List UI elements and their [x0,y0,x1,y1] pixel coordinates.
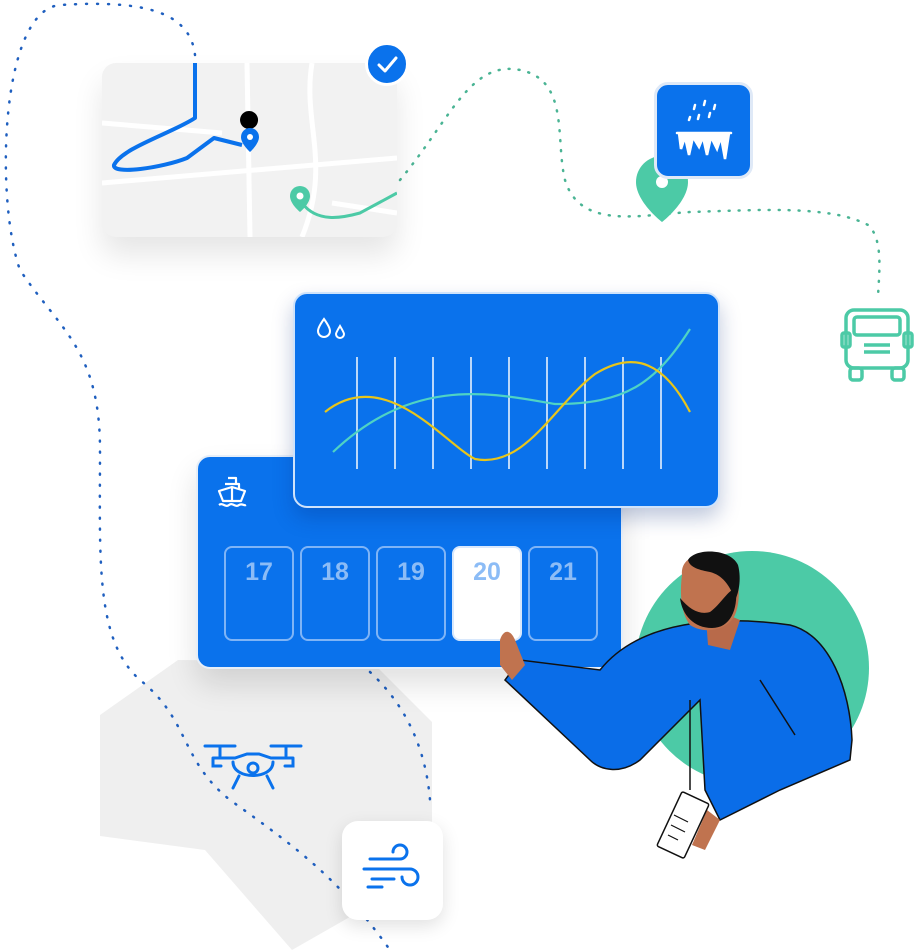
calendar-day-17[interactable]: 17 [224,546,294,641]
truck-icon [840,308,914,382]
wind-icon [362,843,420,889]
route-map [102,63,397,237]
rain-drops-icon [316,317,346,339]
rainfall-chart [316,317,691,469]
green-route [300,191,397,219]
yellow-series-line [324,360,691,462]
location-pin-icon [240,111,259,152]
rainfall-chart-card[interactable] [293,292,720,508]
calendar-day-18[interactable]: 18 [300,546,370,641]
wind-tile[interactable] [342,821,443,920]
dotted-path-blue [4,2,392,951]
route-map-card[interactable] [102,63,397,237]
drone-icon [203,744,303,790]
check-badge [365,42,409,86]
ice-weather-tile[interactable] [654,82,753,179]
calendar-day-19[interactable]: 19 [376,546,446,641]
calendar-day-20-selected[interactable]: 20 [452,546,522,641]
dotted-path-green [398,67,881,302]
calendar-day-21[interactable]: 21 [528,546,598,641]
dotted-path-blue-2 [368,670,432,802]
ice-weather-icon [675,99,733,160]
ship-icon [217,476,247,507]
teal-series-line [332,328,691,453]
location-pin-icon [290,186,310,212]
green-circle [635,551,869,785]
check-icon [377,56,398,73]
blue-route [112,63,243,172]
